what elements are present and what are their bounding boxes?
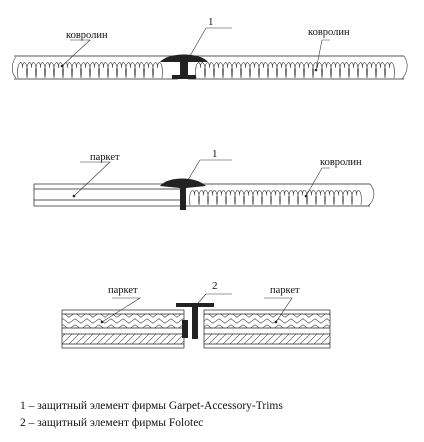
carpet-right <box>188 55 408 80</box>
leader-marker <box>187 159 232 181</box>
leader-right <box>315 39 330 71</box>
panel-parquet-carpet: паркет ковролин 1 <box>33 148 375 210</box>
trim-garpet-1 <box>160 178 206 210</box>
trim-garpet-1 <box>160 54 208 79</box>
carpet-left <box>11 55 178 80</box>
carpet-loops <box>17 62 395 79</box>
legend-item-1: 1 – защитный элемент фирмы Garpet-Access… <box>20 400 283 412</box>
marker-number: 1 <box>208 16 214 28</box>
carpet-right <box>186 183 375 207</box>
panel-parquet-parquet: паркет паркет 2 <box>61 280 331 349</box>
parquet-left <box>33 183 185 207</box>
leader-left <box>101 297 142 323</box>
label-left: паркет <box>90 152 120 163</box>
label-right: ковролин <box>308 27 350 38</box>
carpet-loops <box>189 190 362 206</box>
parquet-left <box>61 309 185 349</box>
carpet-loop-texture <box>189 190 362 206</box>
label-left: ковролин <box>66 30 108 41</box>
marker-number: 2 <box>212 280 218 292</box>
leader-marker <box>189 27 232 57</box>
leader-left <box>73 161 111 197</box>
leader-right <box>305 167 330 197</box>
legend-item-2: 2 – защитный элемент фирмы Folotec <box>20 417 204 429</box>
leader-right <box>264 297 293 323</box>
legend: 1 – защитный элемент фирмы Garpet-Access… <box>20 398 416 432</box>
leader-left <box>61 39 91 67</box>
label-right: ковролин <box>320 157 362 168</box>
parquet-right <box>203 309 331 349</box>
panel-carpet-carpet: ковролин ковролин 1 <box>11 16 408 80</box>
marker-number: 1 <box>212 148 218 160</box>
label-right: паркет <box>270 285 300 296</box>
carpet-loop-texture <box>195 62 395 79</box>
label-left: паркет <box>108 285 138 296</box>
carpet-loop-texture <box>17 62 163 79</box>
leader-marker <box>197 293 232 304</box>
trim-folotec-2 <box>176 303 214 339</box>
